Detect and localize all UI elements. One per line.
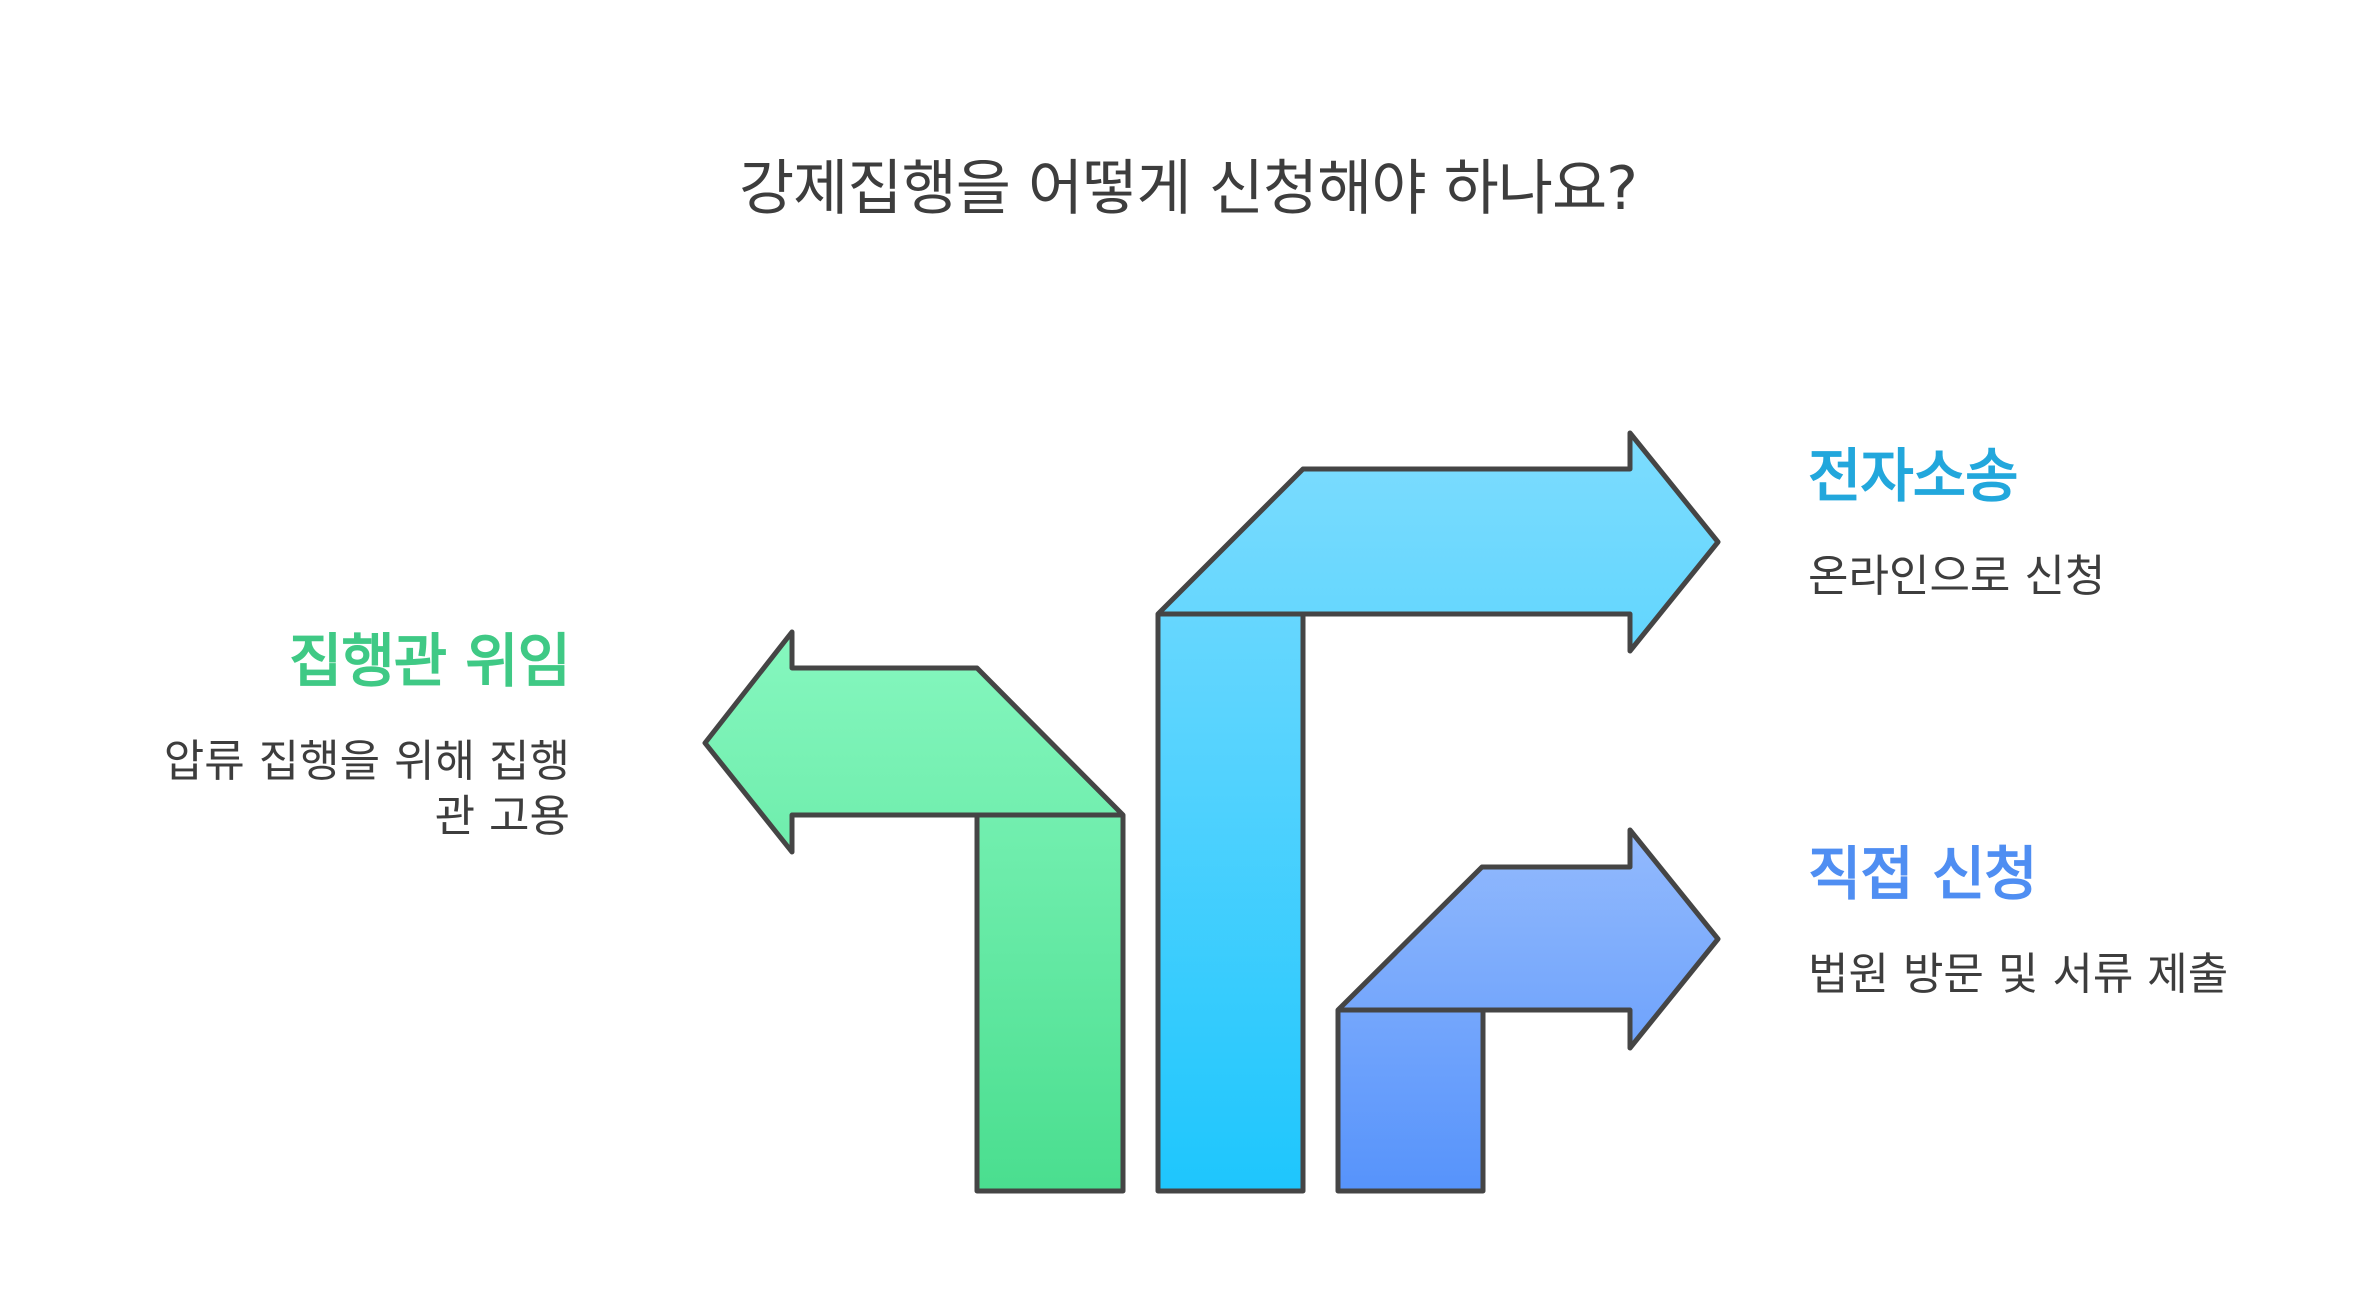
option-heading: 집행관 위임 (289, 627, 571, 695)
option-delegate-bailiff: 집행관 위임 압류 집행을 위해 집행관 고용 (140, 627, 571, 844)
diagram-title: 강제집행을 어떻게 신청해야 하나요? (738, 154, 1638, 224)
left-turn-arrow (702, 629, 1126, 1194)
option-heading: 직접 신청 (1808, 840, 2038, 908)
option-heading: 전자소송 (1808, 442, 2018, 510)
option-description: 법원 방문 및 서류 제출 (1808, 948, 2229, 1000)
option-direct-application: 직접 신청 법원 방문 및 서류 제출 (1808, 840, 2328, 1002)
right-turn-tall-arrow (1155, 430, 1721, 1194)
option-electronic-filing: 전자소송 온라인으로 신청 (1808, 442, 2328, 604)
right-turn-short-arrow (1335, 827, 1721, 1194)
option-description: 압류 집행을 위해 집행관 고용 (163, 735, 570, 842)
option-description: 온라인으로 신청 (1808, 550, 2106, 602)
